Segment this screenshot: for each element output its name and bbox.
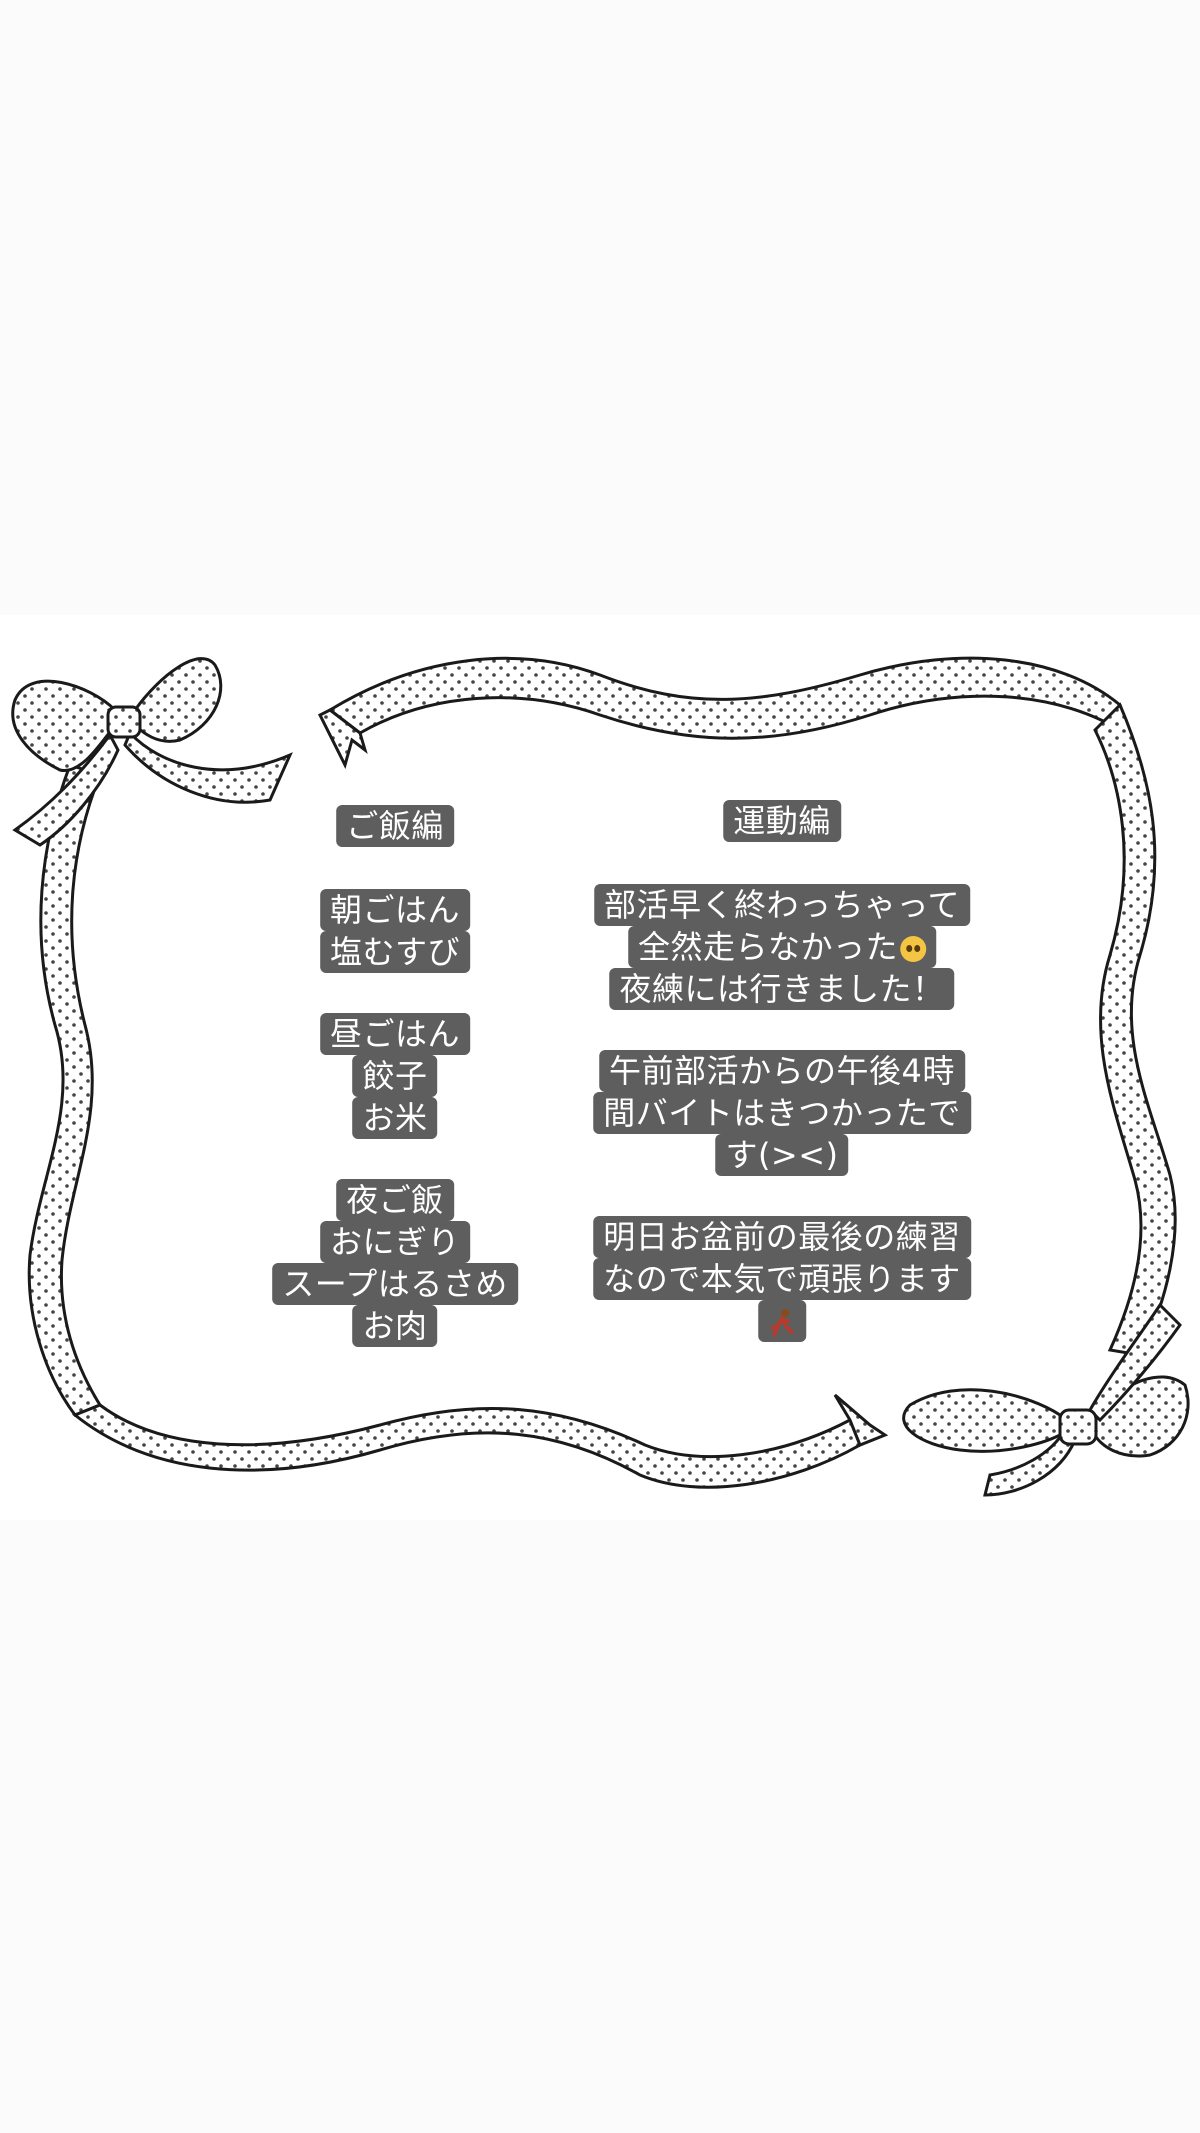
breakfast-block: 朝ごはん 塩むすび xyxy=(319,889,470,973)
exercise-entry-2: 午前部活からの午後4時 間バイトはきつかったで す(><) xyxy=(593,1050,971,1176)
pleading-face-icon xyxy=(899,936,926,962)
lunch-line: 餃子 xyxy=(352,1055,438,1097)
dinner-line: 夜ご飯 xyxy=(336,1179,454,1221)
exercise-title-block: 運動編 xyxy=(723,800,841,842)
ribbon-left-band xyxy=(27,763,103,1417)
exercise-line: 夜練には行きました！ xyxy=(609,968,955,1010)
dinner-block: 夜ご飯 おにぎり スープはるさめ お肉 xyxy=(272,1179,518,1347)
dinner-line: おにぎり xyxy=(319,1221,470,1263)
runner-line xyxy=(757,1300,806,1342)
food-title-block: ご飯編 xyxy=(336,805,454,847)
breakfast-line: 塩むすび xyxy=(319,931,470,973)
exercise-line: 午前部活からの午後4時 xyxy=(599,1050,965,1092)
ribbon-top-band xyxy=(327,656,1131,740)
exercise-line: す(><) xyxy=(715,1134,849,1176)
exercise-line-text: 全然走らなかった xyxy=(637,928,898,966)
exercise-line: 部活早く終わっちゃって xyxy=(594,884,970,926)
dinner-line: お肉 xyxy=(352,1305,438,1347)
exercise-entry-1: 部活早く終わっちゃって 全然走らなかった 夜練には行きました！ xyxy=(594,884,970,1010)
exercise-title: 運動編 xyxy=(723,800,841,842)
lunch-line: 昼ごはん xyxy=(319,1013,470,1055)
exercise-line: 全然走らなかった xyxy=(627,926,936,968)
lunch-block: 昼ごはん 餃子 お米 xyxy=(319,1013,470,1139)
exercise-line: 明日お盆前の最後の練習 xyxy=(593,1216,971,1258)
bow-top-left xyxy=(11,657,293,847)
ribbon-right-band xyxy=(1093,702,1177,1357)
exercise-line: 間バイトはきつかったで xyxy=(593,1092,971,1134)
ribbon-frame-illustration xyxy=(11,656,1190,1497)
food-title: ご飯編 xyxy=(336,805,454,847)
exercise-line: なので本気で頑張ります xyxy=(593,1258,971,1300)
exercise-column: 運動編 部活早く終わっちゃって 全然走らなかった 夜練には行きました！ 午前部活… xyxy=(593,800,971,1342)
exercise-entry-3: 明日お盆前の最後の練習 なので本気で頑張ります xyxy=(593,1216,971,1342)
dinner-line: スープはるさめ xyxy=(272,1263,518,1305)
bow-bottom-right xyxy=(902,1302,1190,1497)
breakfast-line: 朝ごはん xyxy=(319,889,470,931)
runner-icon xyxy=(770,1309,794,1337)
ribbon-frame-panel xyxy=(0,615,1200,1520)
ribbon-bottom-band xyxy=(72,1403,862,1489)
food-column: ご飯編 朝ごはん 塩むすび 昼ごはん 餃子 お米 夜ご飯 おにぎり スープはるさ… xyxy=(272,805,518,1347)
ribbon-top-tail xyxy=(317,708,368,770)
ribbon-bottom-tail xyxy=(833,1393,889,1447)
lunch-line: お米 xyxy=(352,1097,438,1139)
